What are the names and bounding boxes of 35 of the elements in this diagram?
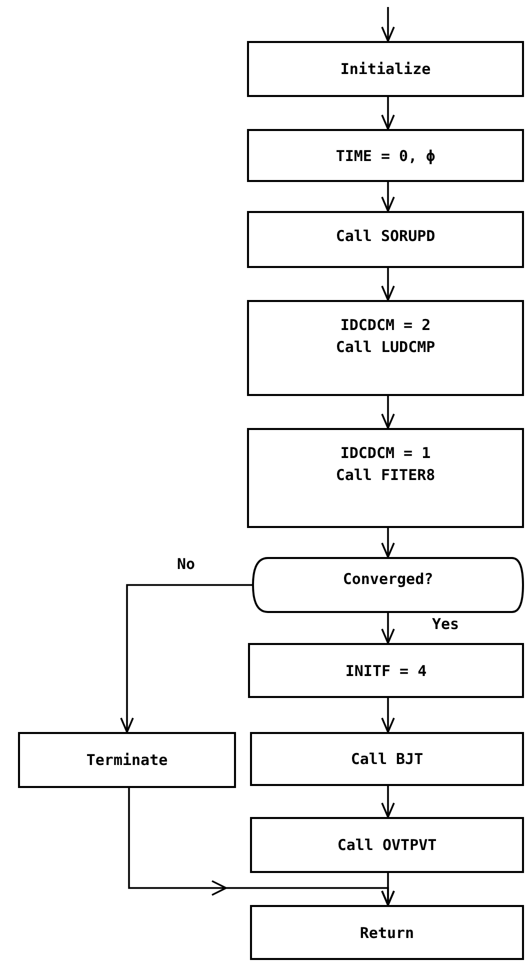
arrow [381, 698, 395, 733]
box-text: Call OVTPVT [337, 835, 437, 856]
arrow [381, 613, 395, 644]
arrow [381, 786, 395, 818]
box-text: Return [360, 922, 414, 944]
arrow [381, 7, 395, 42]
process-box [250, 905, 524, 960]
process-box [248, 643, 524, 698]
box-text: Call SORUPD [336, 226, 436, 247]
process-box [247, 211, 524, 268]
process-box [250, 817, 524, 873]
process-box [247, 300, 524, 396]
box-text: Call LUDCMP [336, 337, 436, 358]
arrow [381, 528, 395, 558]
arrow [128, 787, 395, 906]
process-box [247, 41, 524, 97]
arrow [120, 584, 252, 733]
process-box [18, 732, 236, 788]
box-text: IDCDCM = 2 [340, 315, 431, 336]
decision-shape [252, 557, 524, 613]
box-text: INITF = 4 [345, 660, 427, 682]
process-box [250, 732, 524, 786]
box-text: Converged? [342, 569, 434, 590]
box-text: Call BJT [350, 749, 424, 770]
process-box [247, 129, 524, 182]
arrow [381, 182, 395, 212]
box-text: TIME = 0, ϕ [336, 146, 436, 166]
arrow [381, 396, 395, 429]
box-text: Initialize [340, 59, 431, 80]
arrow [381, 268, 395, 301]
box-text: Terminate [86, 750, 168, 771]
box-text: IDCDCM = 1 [340, 443, 431, 464]
process-box [247, 428, 524, 528]
arrow [381, 97, 395, 130]
box-text: Call FITER8 [336, 465, 436, 486]
